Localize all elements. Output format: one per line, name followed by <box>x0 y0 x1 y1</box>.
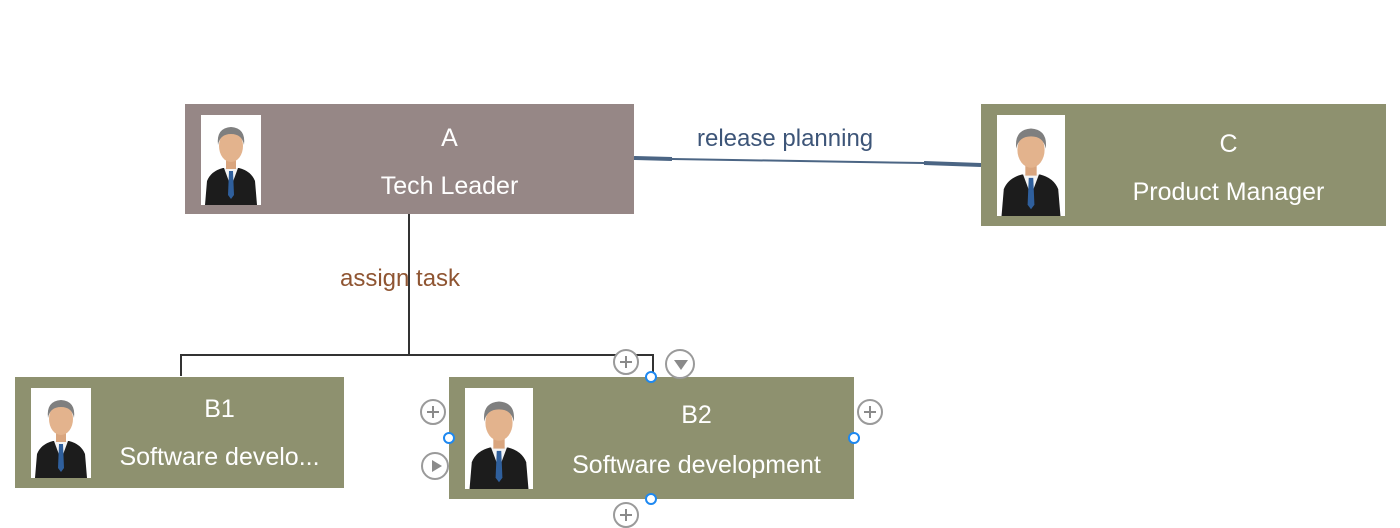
node-b1[interactable]: B1 Software develo... <box>15 377 344 488</box>
node-c-role: Product Manager <box>1132 178 1325 206</box>
node-b2-name: B2 <box>681 401 712 429</box>
add-parent-plus-icon[interactable] <box>613 349 639 375</box>
connector-label-release-planning[interactable]: release planning <box>697 125 874 152</box>
person-avatar-icon <box>31 388 91 478</box>
node-b1-name: B1 <box>204 395 235 423</box>
node-a[interactable]: A Tech Leader <box>185 104 634 214</box>
connector-label-assign-task[interactable]: assign task <box>340 265 461 292</box>
connection-handle-right[interactable] <box>848 432 860 444</box>
person-avatar-icon <box>465 388 533 489</box>
connection-handle-top[interactable] <box>645 371 657 383</box>
add-sibling-right-plus-icon[interactable] <box>857 399 883 425</box>
node-b2-role: Software development <box>572 451 821 479</box>
expand-play-icon[interactable] <box>421 452 449 480</box>
person-avatar-icon <box>997 115 1065 216</box>
person-avatar-icon <box>201 115 261 205</box>
connector-a-to-c-end-left <box>633 156 673 161</box>
add-child-plus-icon[interactable] <box>613 502 639 528</box>
collapse-triangle-down-icon[interactable] <box>665 349 695 379</box>
node-c-name: C <box>1219 130 1238 158</box>
connection-handle-left[interactable] <box>443 432 455 444</box>
connector-a-to-b[interactable] <box>180 214 654 377</box>
node-b2-selected[interactable]: B2 Software development <box>449 377 854 499</box>
node-a-role: Tech Leader <box>380 172 519 200</box>
node-a-name: A <box>441 124 458 152</box>
add-sibling-left-plus-icon[interactable] <box>420 399 446 425</box>
connection-handle-bottom[interactable] <box>645 493 657 505</box>
connector-a-to-c-end-right <box>923 161 982 167</box>
node-c[interactable]: C Product Manager <box>981 104 1386 226</box>
node-b1-role: Software develo... <box>119 443 320 471</box>
